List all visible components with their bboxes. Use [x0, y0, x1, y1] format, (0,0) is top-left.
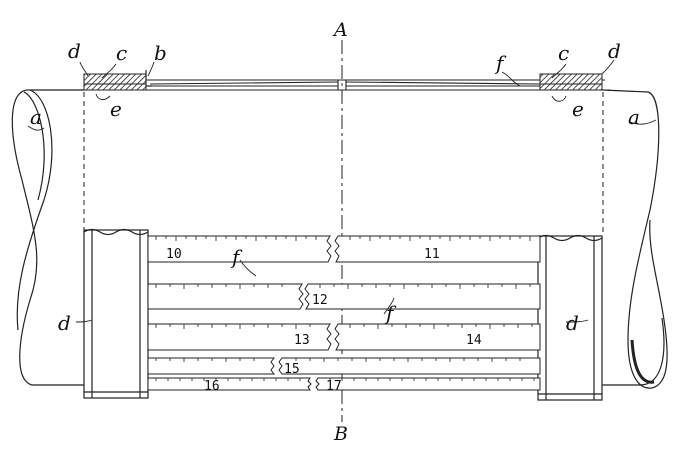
- strip-17: [315, 377, 541, 391]
- label-c-top-right: c: [558, 41, 569, 65]
- axis-label-top: A: [332, 19, 348, 41]
- label-e-left: e: [110, 97, 122, 121]
- label-d-right: d: [566, 311, 579, 335]
- strip-12-left: [147, 283, 304, 310]
- strip-number-12: 12: [312, 293, 328, 308]
- band-right: [600, 89, 668, 389]
- strip-14: [334, 323, 541, 351]
- label-b-top: b: [154, 41, 167, 65]
- strip-11: [334, 235, 541, 263]
- label-c-top-left: c: [116, 41, 127, 65]
- strip-number-14: 14: [466, 333, 482, 348]
- left-clamp-e: [83, 83, 147, 91]
- right-clamp-c: [539, 73, 603, 85]
- label-d-top-left: d: [68, 39, 81, 63]
- label-d-left: d: [58, 311, 71, 335]
- left-clip-b: [145, 70, 152, 87]
- strip-number-10: 10: [166, 247, 182, 262]
- strip-12: [304, 283, 541, 310]
- strip-number-16: 16: [204, 379, 220, 394]
- side-clamp-right: [537, 234, 603, 401]
- strip-15: [278, 357, 541, 375]
- strip-number-13: 13: [294, 333, 310, 348]
- strip-13: [147, 323, 332, 351]
- label-a-left: a: [30, 105, 42, 129]
- axis-label-bottom: B: [333, 423, 348, 445]
- band-left: [11, 89, 84, 386]
- strip-number-11: 11: [424, 247, 440, 262]
- strip-16: [147, 377, 312, 391]
- ruler-ticks: [155, 236, 535, 381]
- label-f-top: f: [494, 51, 507, 75]
- left-clamp-c: [83, 73, 147, 85]
- ruler-strips: [147, 235, 541, 391]
- label-a-right: a: [628, 105, 640, 129]
- label-d-top-right: d: [608, 39, 621, 63]
- label-e-right: e: [572, 97, 584, 121]
- strip-number-15: 15: [284, 362, 300, 377]
- side-clamp-left: [83, 228, 149, 399]
- strip-15-left: [147, 357, 275, 375]
- strip-10: [147, 235, 332, 263]
- right-clamp-e: [539, 83, 603, 91]
- strip-number-17: 17: [326, 379, 342, 394]
- leader-lines: [27, 59, 657, 323]
